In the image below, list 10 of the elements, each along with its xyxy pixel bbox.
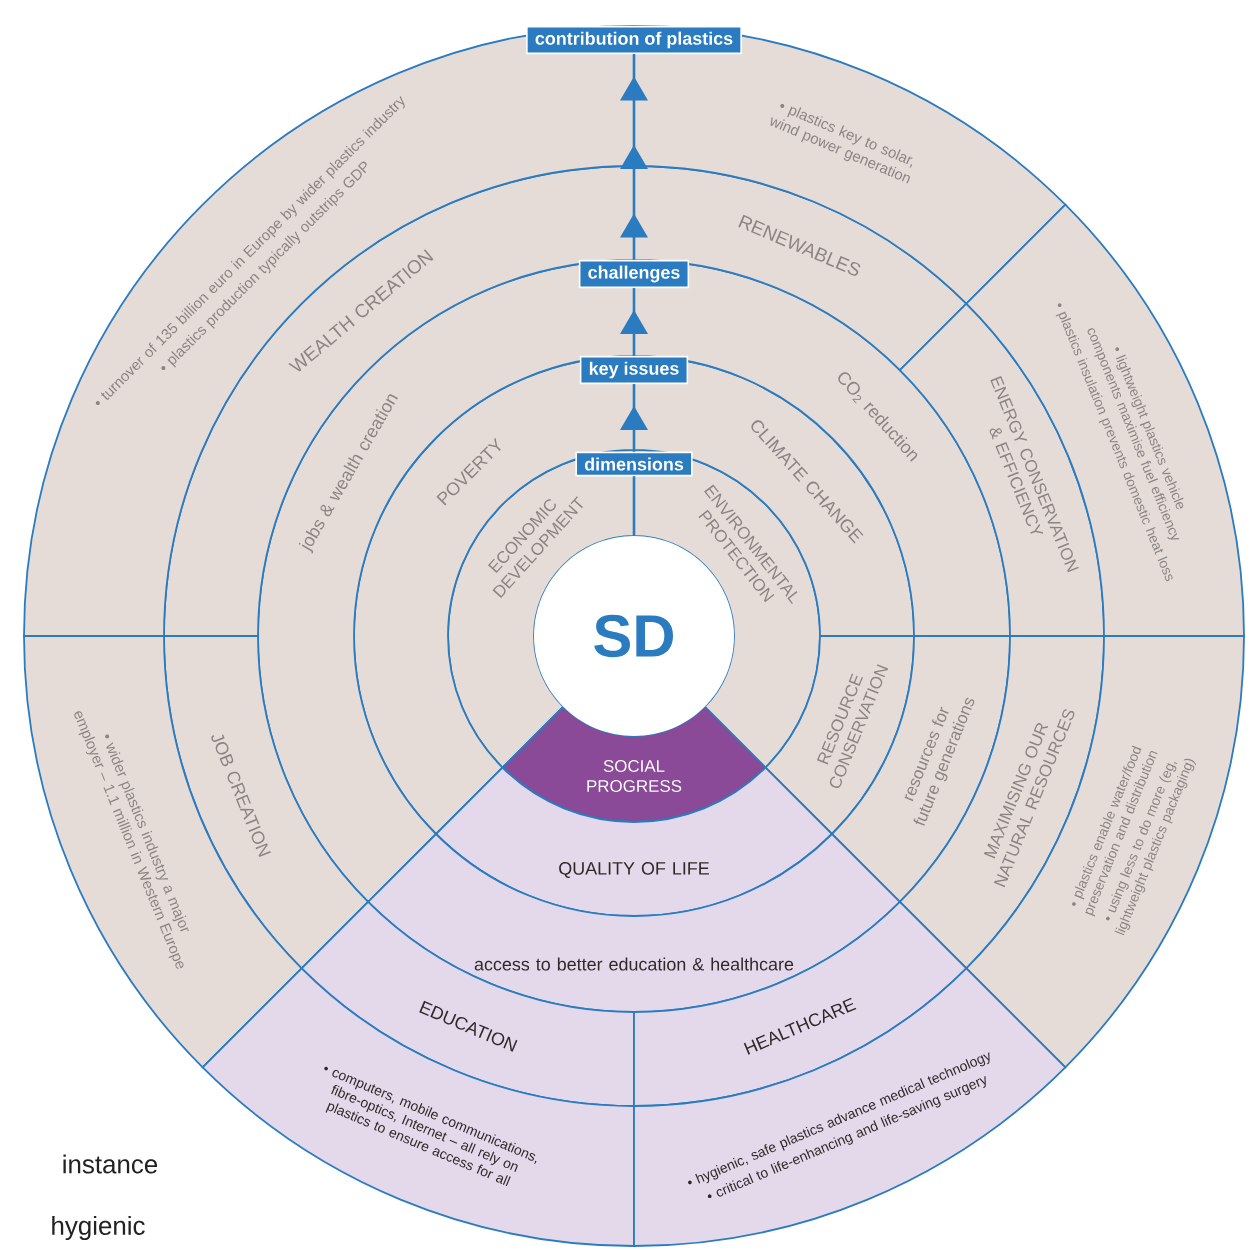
page-text: instance [63, 1154, 158, 1174]
label-box: key issues [579, 355, 689, 385]
arrow [620, 288, 648, 356]
arrow [620, 54, 648, 260]
label-box: contribution of plastics [526, 25, 742, 55]
page-text: hygienic [52, 1215, 145, 1241]
arrow [620, 384, 648, 452]
label-box: challenges [578, 259, 690, 289]
ring-sector: SOCIAL PROGRESS [501, 705, 767, 823]
label-box: dimensions [575, 451, 693, 477]
